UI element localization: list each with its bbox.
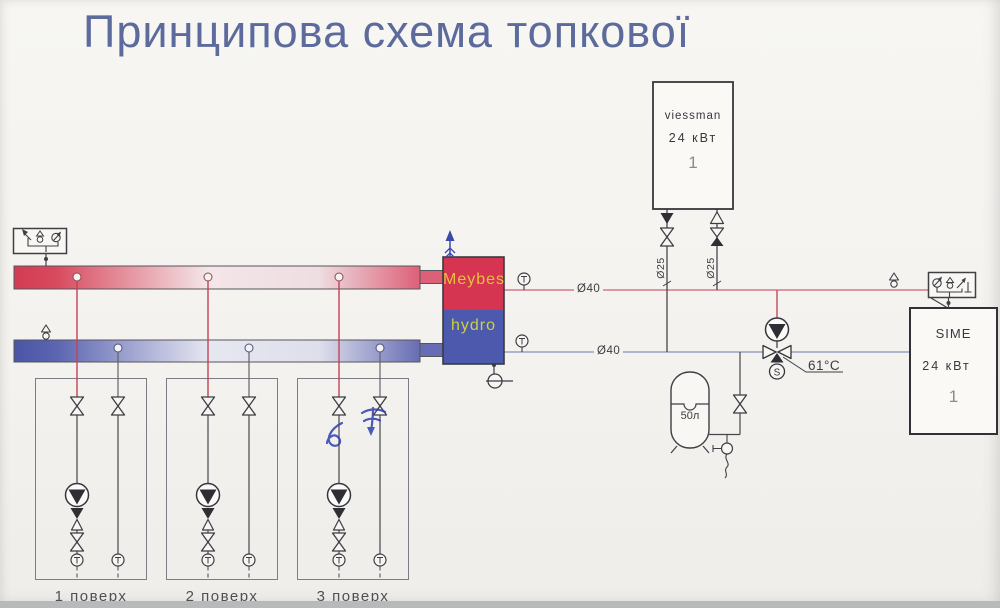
hydro-separator: [442, 230, 513, 389]
boiler-pipe-right-dn-label: Ø25: [705, 257, 717, 279]
air-vent-icon: [40, 324, 52, 340]
tank-valve-icon: [732, 394, 748, 414]
sime-count-label: 1: [948, 387, 959, 406]
viessman-count-label: 1: [688, 153, 698, 172]
viessman-boiler: [652, 81, 734, 352]
viessman-brand-label: viessman: [664, 110, 722, 122]
safety-group-right: [927, 271, 977, 309]
return-thermometer-icon: [515, 334, 529, 352]
floor-circuit-3: [298, 273, 409, 580]
drain-valve-icon: [712, 434, 734, 479]
expansion-tank: [670, 352, 748, 479]
separator-brand-line2: hydro: [450, 317, 497, 334]
setpoint-leader-line: [782, 356, 843, 373]
svg-text:S: S: [774, 368, 781, 379]
supply-dn-label: Ø40: [574, 283, 604, 295]
sime-power-label: 24 кВт: [922, 359, 971, 373]
separator-brand-line1: Meybes: [443, 271, 506, 288]
separator-air-vent-icon: [444, 230, 456, 259]
actuator-icon: S: [768, 363, 786, 380]
floor-2-label: 2 поверх: [185, 588, 259, 605]
mixing-pump-assembly: S: [762, 290, 843, 380]
pump-icon: [764, 317, 790, 342]
sime-boiler: [909, 307, 998, 435]
mixing-setpoint-label: 61°C: [808, 358, 841, 373]
floor-3-label: 3 поверх: [316, 588, 390, 605]
supply-thermometer-icon: [517, 272, 531, 290]
three-way-valve-icon: [762, 344, 792, 363]
return-dn-label: Ø40: [594, 345, 624, 357]
floor-circuit-1: [36, 273, 147, 580]
viessman-power-label: 24 кВт: [668, 131, 718, 145]
floor-circuit-2: [167, 273, 278, 580]
sime-brand-label: SIME: [935, 326, 972, 341]
air-vent-icon: [888, 272, 900, 288]
floor-1-label: 1 поверх: [54, 588, 128, 605]
supply-manifold-bar: [13, 265, 445, 290]
pen-annotations: [325, 406, 387, 447]
scan-edge-artifact: [0, 601, 1000, 608]
page-title: Принципова схема топкової: [83, 6, 691, 57]
separator-drain-icon: [486, 363, 513, 389]
tank-volume-label: 50л: [680, 410, 700, 422]
safety-group-left: [12, 227, 68, 266]
boiler-pipe-left-dn-label: Ø25: [655, 257, 667, 279]
